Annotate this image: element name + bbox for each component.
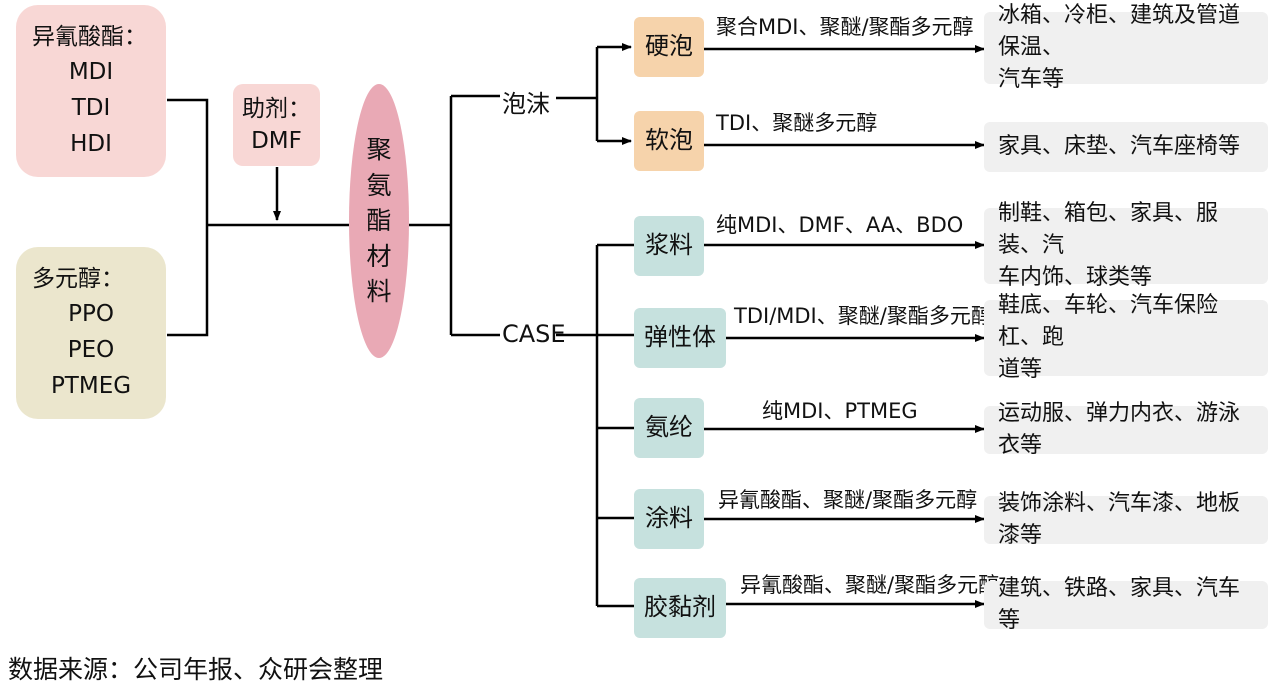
product-label: 浆料 xyxy=(645,231,693,260)
isocyanate-item: TDI xyxy=(71,95,111,121)
materials-label: 异氰酸酯、聚醚/聚酯多元醇 xyxy=(718,488,978,512)
uses-spandex: 运动服、弹力内衣、游泳衣等 xyxy=(984,401,1268,458)
product-label: 氨纶 xyxy=(645,413,693,442)
uses-adhesive: 建筑、铁路、家具、汽车等 xyxy=(984,576,1268,633)
uses-hard-foam: 冰箱、冷柜、建筑及管道保温、 汽车等 xyxy=(984,3,1268,92)
uses-line: 车内饰、球类等 xyxy=(998,264,1153,290)
source-note: 数据来源：公司年报、众研会整理 xyxy=(8,655,384,684)
product-soft-foam: 软泡 xyxy=(634,111,704,171)
center-char: 氨 xyxy=(366,170,392,200)
product-coating: 涂料 xyxy=(634,489,704,549)
uses-elastomer: 鞋底、车轮、汽车保险杠、跑 道等 xyxy=(984,293,1268,382)
category-foam: 泡沫 xyxy=(502,90,550,118)
product-label: 弹性体 xyxy=(644,323,716,352)
product-label: 软泡 xyxy=(645,126,693,155)
isocyanate-title: 异氰酸酯： xyxy=(32,23,147,50)
uses-slurry: 制鞋、箱包、家具、服装、汽 车内饰、球类等 xyxy=(984,201,1268,290)
polyol-title: 多元醇： xyxy=(32,265,124,292)
product-slurry: 浆料 xyxy=(634,216,704,276)
isocyanate-item: MDI xyxy=(68,59,114,86)
uses-line: 冰箱、冷柜、建筑及管道保温、 xyxy=(998,3,1241,61)
input-bracket xyxy=(167,98,209,337)
uses-soft-foam: 家具、床垫、汽车座椅等 xyxy=(984,122,1268,172)
materials-label: 聚合MDI、聚醚/聚酯多元醇 xyxy=(716,15,974,39)
center-char: 聚 xyxy=(366,135,392,165)
uses-line: 家具、床垫、汽车座椅等 xyxy=(998,134,1241,160)
materials-label: TDI、聚醚多元醇 xyxy=(716,111,878,135)
center-char: 材 xyxy=(366,241,392,271)
polyol-item: PTMEG xyxy=(50,372,132,399)
product-elastomer: 弹性体 xyxy=(634,308,726,368)
uses-line: 运动服、弹力内衣、游泳衣等 xyxy=(998,401,1241,458)
materials-label: 纯MDI、PTMEG xyxy=(762,399,918,423)
product-hard-foam: 硬泡 xyxy=(634,17,704,77)
isocyanate-box: 异氰酸酯： MDI TDI HDI xyxy=(16,5,166,177)
uses-line: 建筑、铁路、家具、汽车等 xyxy=(998,576,1241,633)
product-label: 胶黏剂 xyxy=(644,593,716,622)
uses-line: 汽车等 xyxy=(998,66,1065,92)
materials-label: 异氰酸酯、聚醚/聚酯多元醇 xyxy=(740,573,1000,597)
product-label: 硬泡 xyxy=(645,32,693,61)
category-case: CASE xyxy=(502,320,566,348)
polyol-box: 多元醇： PPO PEO PTMEG xyxy=(16,247,166,419)
uses-line: 制鞋、箱包、家具、服装、汽 xyxy=(998,201,1219,259)
materials-label: 纯MDI、DMF、AA、BDO xyxy=(716,213,964,237)
product-label: 涂料 xyxy=(645,504,693,533)
isocyanate-item: HDI xyxy=(70,130,112,157)
product-spandex: 氨纶 xyxy=(634,398,704,458)
polyol-item: PPO xyxy=(68,301,114,328)
additive-box: 助剂： DMF xyxy=(233,84,320,166)
uses-line: 鞋底、车轮、汽车保险杠、跑 xyxy=(998,293,1219,351)
additive-item: DMF xyxy=(251,128,302,154)
center-char: 料 xyxy=(366,277,392,307)
center-char: 酯 xyxy=(366,206,392,236)
additive-title: 助剂： xyxy=(242,95,311,122)
polyol-item: PEO xyxy=(67,337,115,363)
uses-line: 装饰涂料、汽车漆、地板漆等 xyxy=(998,491,1241,548)
product-adhesive: 胶黏剂 xyxy=(634,578,726,638)
uses-coating: 装饰涂料、汽车漆、地板漆等 xyxy=(984,491,1268,548)
uses-line: 道等 xyxy=(998,356,1043,382)
polyurethane-node: 聚 氨 酯 材 料 xyxy=(349,84,409,358)
materials-label: TDI/MDI、聚醚/聚酯多元醇 xyxy=(734,304,992,328)
